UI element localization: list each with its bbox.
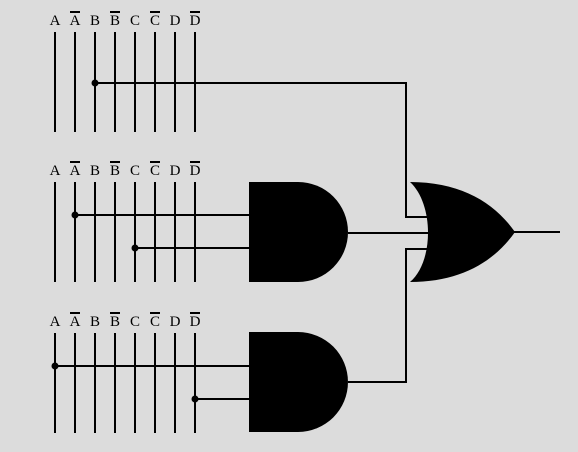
signal-label: D xyxy=(170,163,181,179)
and-gate-2 xyxy=(249,332,348,432)
signal-label: B xyxy=(90,13,100,29)
signal-label-complement: B xyxy=(110,314,120,330)
signal-group-3: A A B B C C D D xyxy=(50,312,250,433)
signal-label: C xyxy=(130,13,140,29)
rails-2 xyxy=(54,182,196,282)
signal-label-complement: B xyxy=(110,13,120,29)
signal-label-complement: D xyxy=(190,163,201,179)
signal-label: A xyxy=(50,314,61,330)
signal-label-complement: D xyxy=(190,314,201,330)
signal-group-2: A A B B C C D D xyxy=(50,161,250,282)
signal-label-complement: D xyxy=(190,13,201,29)
signal-label: A xyxy=(50,13,61,29)
signal-label-complement: C xyxy=(150,13,160,29)
signal-label-complement: C xyxy=(150,163,160,179)
signal-label-complement: B xyxy=(110,163,120,179)
signal-label-complement: A xyxy=(70,163,81,179)
or-gate xyxy=(410,182,515,282)
and-gate-1 xyxy=(249,182,348,282)
rails-1 xyxy=(54,32,196,132)
label-row-2: A A B B C C D D xyxy=(50,161,201,179)
rails-3 xyxy=(54,333,196,433)
wire-b-to-or xyxy=(95,82,432,218)
signal-label: C xyxy=(130,163,140,179)
wire-and2-to-or xyxy=(348,248,432,383)
signal-label-complement: A xyxy=(70,13,81,29)
signal-label: B xyxy=(90,314,100,330)
signal-label: A xyxy=(50,163,61,179)
label-row-1: A A B B C C D D xyxy=(50,11,201,29)
signal-label: B xyxy=(90,163,100,179)
label-row-3: A A B B C C D D xyxy=(50,312,201,330)
signal-label: D xyxy=(170,13,181,29)
signal-group-1: A A B B C C D D xyxy=(50,11,432,218)
signal-label-complement: C xyxy=(150,314,160,330)
signal-label: D xyxy=(170,314,181,330)
signal-label: C xyxy=(130,314,140,330)
signal-label-complement: A xyxy=(70,314,81,330)
